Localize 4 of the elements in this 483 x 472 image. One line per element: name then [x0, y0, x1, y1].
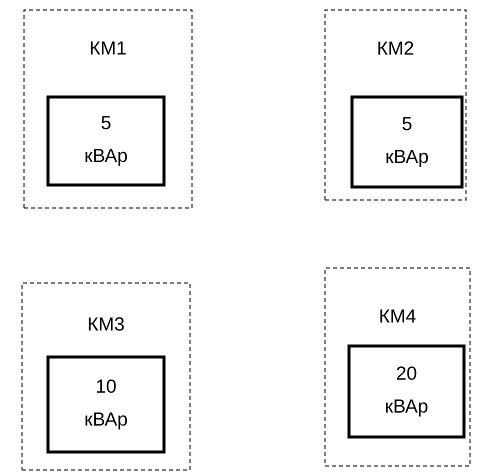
capacitor-box: 5 кВАр [350, 95, 464, 188]
capacitor-box: 5 кВАр [46, 95, 166, 186]
capacitor-box: 20 кВАр [348, 344, 466, 438]
capacitor-box: 10 кВАр [46, 355, 166, 454]
